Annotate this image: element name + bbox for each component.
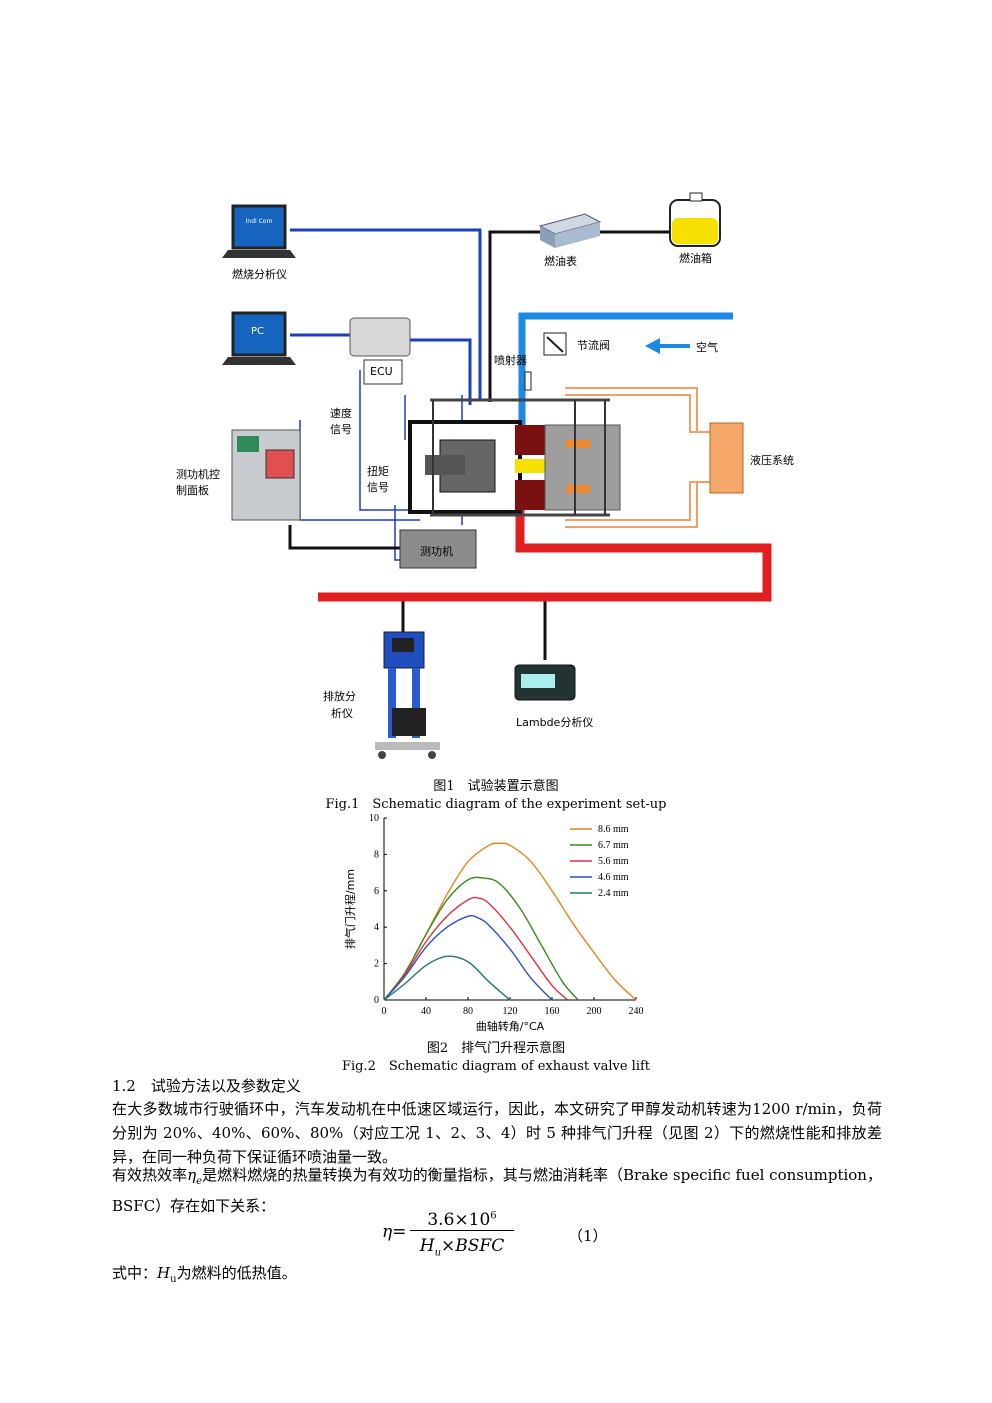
engine-block (408, 398, 621, 517)
combustion-analyzer-label: 燃烧分析仪 (232, 268, 287, 281)
fuel-tank-icon (669, 192, 721, 247)
emission-analyzer-icon (375, 631, 440, 759)
fig1-caption-cn: 图1 试验装置示意图 (433, 779, 559, 794)
torque-signal-label-2: 信号 (367, 481, 389, 494)
dyno-panel-label-2: 制面板 (176, 484, 209, 497)
chart-legend: 8.6 mm 6.7 mm 5.6 mm 4.6 mm 2.4 mm (570, 824, 629, 899)
fuel-meter-label: 燃油表 (544, 255, 577, 268)
chart-lines (383, 842, 637, 1001)
equation-denominator: Hu×BSFC (410, 1236, 514, 1258)
air-arrow-head-icon (645, 338, 660, 354)
x-tick-label: 0 (382, 1006, 387, 1017)
paragraph-2-lead: 有效热效率 (112, 1166, 188, 1184)
x-tick-label: 240 (629, 1006, 644, 1017)
dynamometer-box (399, 529, 477, 569)
legend-label-1: 6.7 mm (598, 840, 629, 851)
y-tick-label: 8 (374, 849, 379, 860)
fig2-caption-cn: 图2 排气门升程示意图 (426, 1041, 566, 1056)
paragraph-2-rest: 是燃料燃烧的热量转换为有效功的衡量指标，其与燃油消耗率（Brake specif… (112, 1166, 882, 1215)
legend-label-0: 8.6 mm (598, 824, 629, 835)
hydraulic-system-box (709, 422, 744, 494)
hydraulic-label: 液压系统 (750, 454, 794, 467)
y-axis-label: 排气门升程/mm (343, 869, 357, 949)
pc-label: PC (251, 326, 265, 337)
note-lead: 式中： (112, 1264, 158, 1282)
equation-num-text: 3.6×10 (427, 1210, 491, 1230)
series-line-3 (383, 915, 553, 1001)
note-sub: u (170, 1274, 177, 1285)
legend-label-3: 4.6 mm (598, 872, 629, 883)
emission-analyzer-label-1: 排放分 (323, 690, 356, 703)
y-tick-label: 4 (374, 922, 379, 933)
dyno-control-panel-icon (231, 429, 301, 521)
section-heading: 1.2 试验方法以及参数定义 (112, 1077, 301, 1095)
x-tick-label: 120 (503, 1006, 518, 1017)
x-tick-label: 200 (587, 1006, 602, 1017)
ecu-module-icon (349, 317, 411, 357)
equation-numerator: 3.6×106 (410, 1210, 514, 1231)
equation-den-sub: u (434, 1247, 442, 1259)
series-line-1 (383, 876, 579, 1001)
eta-subscript: e (196, 1176, 203, 1187)
combustion-analyzer-laptop-icon (222, 204, 296, 258)
paragraph-1: 在大多数城市行驶循环中，汽车发动机在中低速区域运行，因此，本文研究了甲醇发动机转… (112, 1100, 882, 1166)
injector-label: 喷射器 (494, 354, 527, 367)
equation-number: （1） (568, 1227, 608, 1245)
speed-signal-label-1: 速度 (330, 407, 352, 420)
y-tick-label: 2 (374, 959, 379, 970)
equation-note: 式中：Hu为燃料的低热值。 (112, 1261, 882, 1292)
equation-lhs: η= (382, 1222, 406, 1242)
experiment-setup-schematic: Indi Com (222, 192, 772, 759)
lambda-analyzer-icon (514, 664, 576, 701)
fuel-tank-label: 燃油箱 (679, 252, 712, 265)
legend-label-2: 5.6 mm (598, 856, 629, 867)
x-tick-label: 40 (421, 1006, 431, 1017)
ecu-label: ECU (370, 365, 393, 378)
dyno-panel-label-1: 测功机控 (176, 468, 220, 481)
equation-den-rest: ×BSFC (441, 1236, 505, 1256)
combustion-analyzer-screen-text: Indi Com (246, 218, 273, 225)
fig2-caption-en: Fig.2 Schematic diagram of exhaust valve… (341, 1059, 651, 1074)
fuel-lines (288, 230, 670, 660)
note-h: H (157, 1264, 171, 1282)
equation-num-exp: 6 (490, 1210, 497, 1222)
exhaust-pipe (318, 510, 772, 602)
pc-laptop-icon (222, 311, 296, 365)
x-tick-label: 80 (463, 1006, 473, 1017)
x-tick-label: 160 (545, 1006, 560, 1017)
series-line-4 (383, 955, 511, 1001)
legend-label-4: 2.4 mm (598, 888, 629, 899)
throttle-label: 节流阀 (577, 339, 610, 352)
ecu-box (363, 359, 403, 385)
emission-analyzer-label-2: 析仪 (331, 707, 353, 720)
lambda-analyzer-label: Lambde分析仪 (516, 716, 594, 729)
eta-symbol: η (187, 1166, 197, 1184)
equation-eta: η= (382, 1222, 407, 1242)
fuel-meter-icon (538, 213, 602, 248)
exhaust-valve-lift-chart: 0 40 80 120 160 200 240 0 2 4 6 8 10 曲轴转角/°CA 排气门升程/mm… (343, 813, 644, 1033)
speed-signal-label-2: 信号 (330, 423, 352, 436)
series-line-2 (383, 896, 569, 1001)
air-label: 空气 (696, 341, 718, 354)
y-tick-label: 10 (369, 813, 379, 824)
hydraulic-lines (565, 387, 710, 528)
dyno-label: 测功机 (420, 545, 453, 558)
equation-den-h: H (419, 1236, 435, 1256)
y-tick-label: 0 (374, 995, 379, 1006)
note-rest: 为燃料的低热值。 (176, 1264, 297, 1282)
paragraph-2: 有效热效率ηe是燃料燃烧的热量转换为有效功的衡量指标，其与燃油消耗率（Brake… (112, 1163, 882, 1218)
torque-signal-label-1: 扭矩 (367, 465, 389, 478)
x-axis-label: 曲轴转角/°CA (476, 1019, 545, 1033)
injector-icon (524, 371, 532, 391)
fig1-caption-en: Fig.1 Schematic diagram of the experimen… (325, 797, 667, 812)
y-tick-label: 6 (374, 886, 379, 897)
